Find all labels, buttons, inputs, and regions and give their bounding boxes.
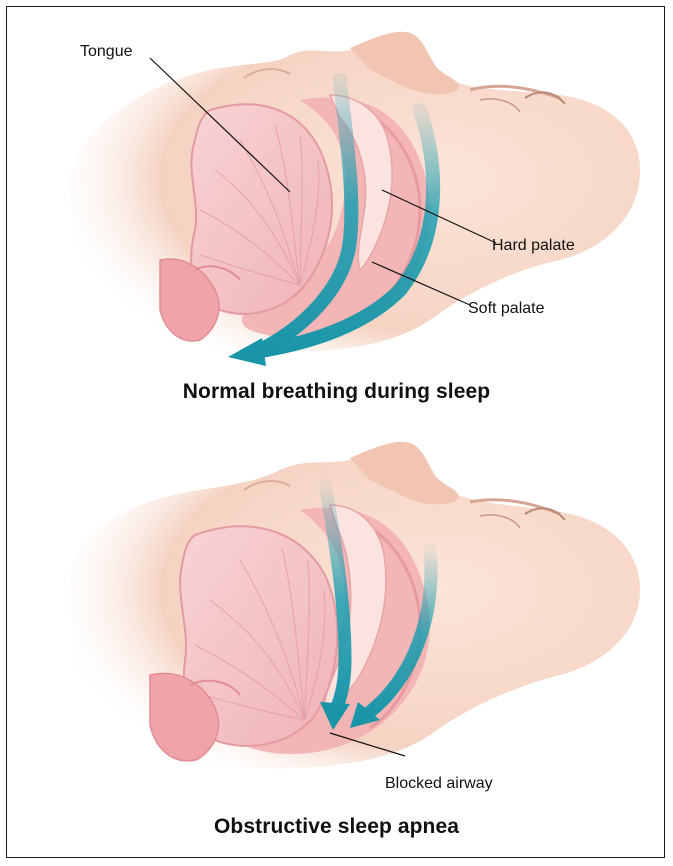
label-soft-palate: Soft palate [468,300,545,317]
label-tongue: Tongue [80,43,133,60]
normal-breathing-illustration: Tongue Hard palate Soft palate [0,0,673,380]
caption-sleep-apnea: Obstructive sleep apnea [0,815,673,839]
label-blocked-airway: Blocked airway [385,775,493,792]
sleep-apnea-illustration: Blocked airway [0,430,673,810]
label-hard-palate: Hard palate [492,237,575,254]
caption-normal-breathing: Normal breathing during sleep [0,380,673,404]
